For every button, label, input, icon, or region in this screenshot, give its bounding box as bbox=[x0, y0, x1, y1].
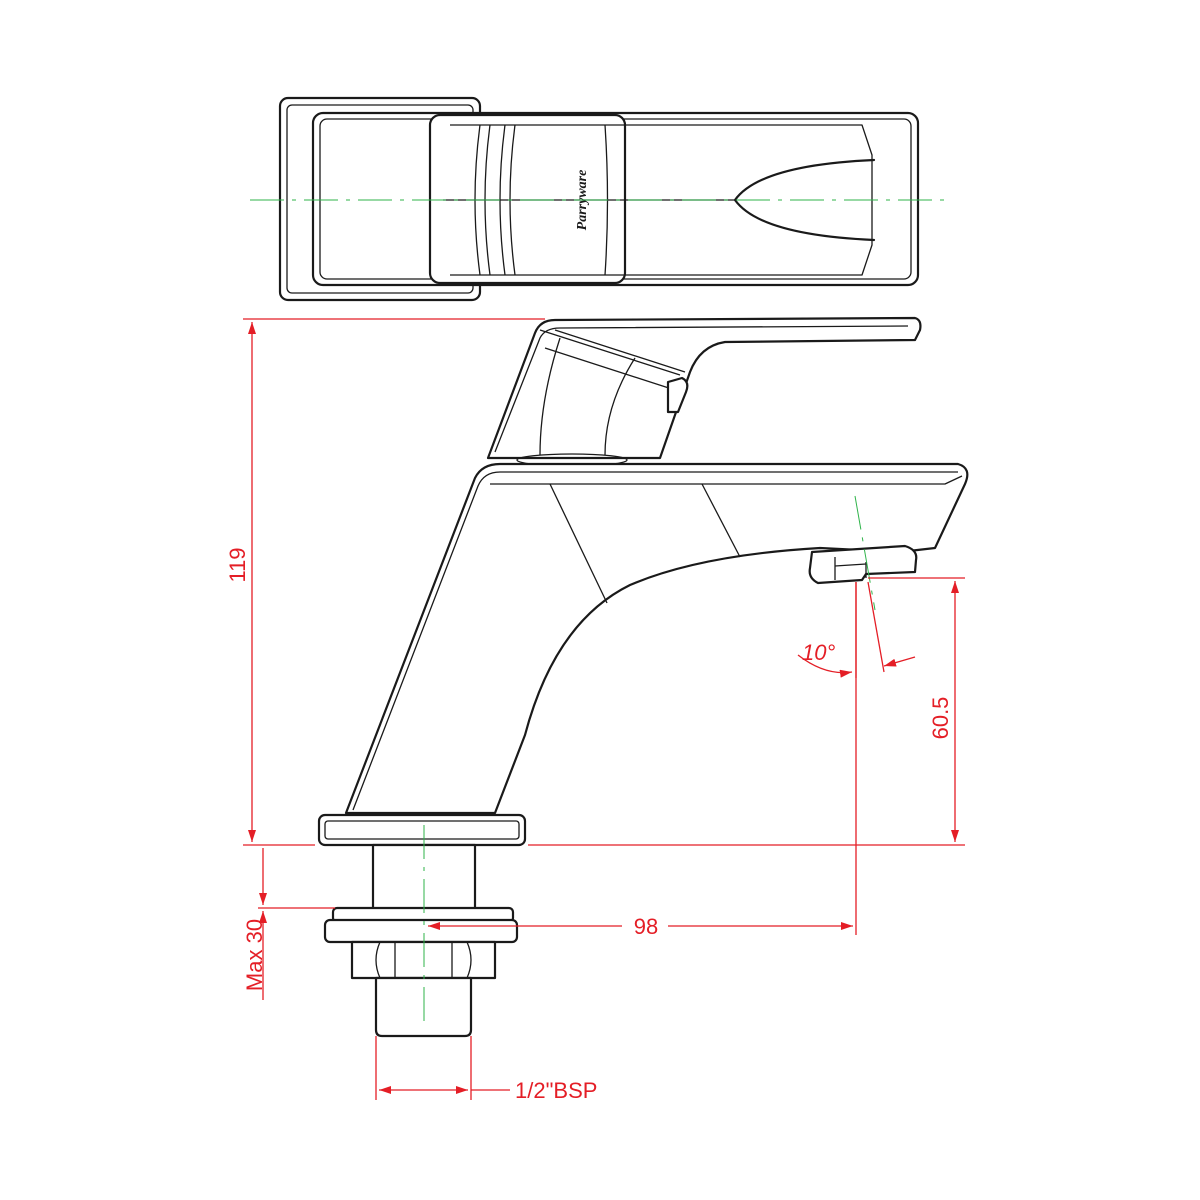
dimension-max-thickness: Max 30 bbox=[242, 848, 335, 1000]
outlet-height-label: 60.5 bbox=[928, 697, 953, 740]
top-view: Parryware bbox=[278, 96, 920, 302]
dimension-spout-angle: 10° bbox=[797, 581, 916, 678]
spout-centerline bbox=[854, 495, 876, 611]
dimension-outlet-height: 60.5 bbox=[528, 577, 965, 846]
overall-height-label: 119 bbox=[225, 547, 250, 582]
dimension-thread: 1/2"BSP bbox=[375, 1036, 597, 1103]
base-flange bbox=[317, 813, 527, 847]
spout-reach-label: 98 bbox=[634, 914, 658, 939]
dimension-overall-height: 119 bbox=[225, 318, 545, 846]
thread-label: 1/2"BSP bbox=[515, 1078, 597, 1103]
tap-body bbox=[344, 462, 969, 815]
spout-angle-label: 10° bbox=[802, 640, 835, 665]
max-thickness-label: Max 30 bbox=[242, 919, 267, 991]
lever-handle bbox=[486, 316, 922, 460]
